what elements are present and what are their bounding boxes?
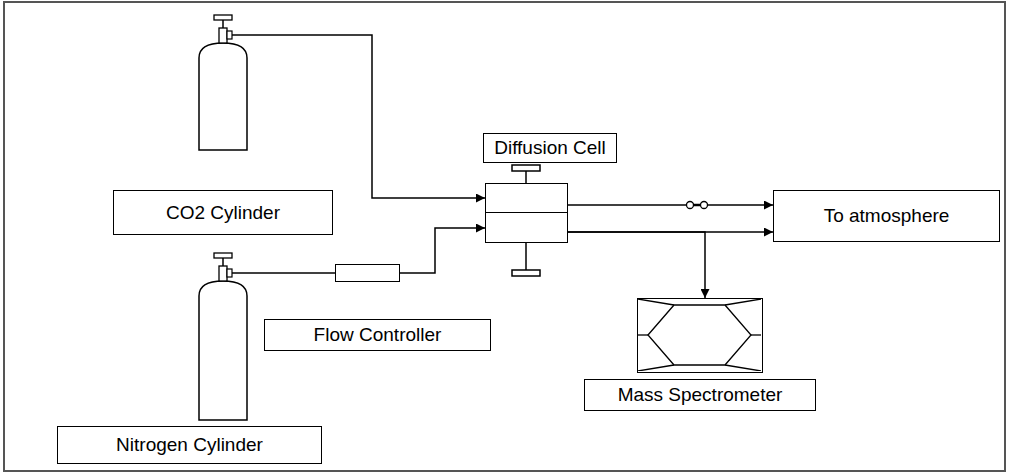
label-box: Flow Controller bbox=[264, 319, 491, 351]
diffusion-cell: Diffusion Cell bbox=[485, 183, 568, 243]
label-box: CO2 Cylinder bbox=[113, 190, 333, 235]
label-box: Nitrogen Cylinder bbox=[57, 426, 322, 464]
gas-cylinder bbox=[193, 250, 253, 422]
co2-cylinder: CO2 Cylinder bbox=[193, 12, 253, 152]
flow-controller: Flow Controller bbox=[335, 264, 400, 282]
gas-line bbox=[253, 272, 335, 274]
node-label: To atmosphere bbox=[824, 205, 950, 227]
node-label: CO2 Cylinder bbox=[166, 202, 280, 224]
analyzer-symbol bbox=[638, 299, 761, 371]
gas-line bbox=[568, 204, 773, 206]
label-box: Mass Spectrometer bbox=[584, 379, 816, 411]
valve-symbol bbox=[687, 202, 708, 209]
node-label: Mass Spectrometer bbox=[618, 384, 783, 406]
cell-membrane bbox=[486, 212, 567, 213]
gas-line bbox=[253, 35, 485, 198]
frame bbox=[4, 2, 1005, 471]
node-label: Flow Controller bbox=[314, 324, 442, 346]
cell-clamp bbox=[512, 165, 540, 171]
nitrogen-cylinder: Nitrogen Cylinder bbox=[193, 250, 253, 422]
gas-line bbox=[400, 228, 485, 273]
mass-spectrometer: Mass Spectrometer bbox=[637, 298, 763, 373]
node-label: Diffusion Cell bbox=[494, 137, 606, 159]
cell-stem bbox=[525, 171, 527, 183]
gas-cylinder bbox=[193, 12, 253, 152]
node-label: Nitrogen Cylinder bbox=[116, 434, 263, 456]
outlet-box: To atmosphere bbox=[773, 190, 1000, 242]
label-box: Diffusion Cell bbox=[483, 133, 617, 163]
cell-clamp bbox=[512, 270, 540, 276]
gas-line bbox=[568, 232, 705, 298]
cell-stem bbox=[525, 243, 527, 270]
